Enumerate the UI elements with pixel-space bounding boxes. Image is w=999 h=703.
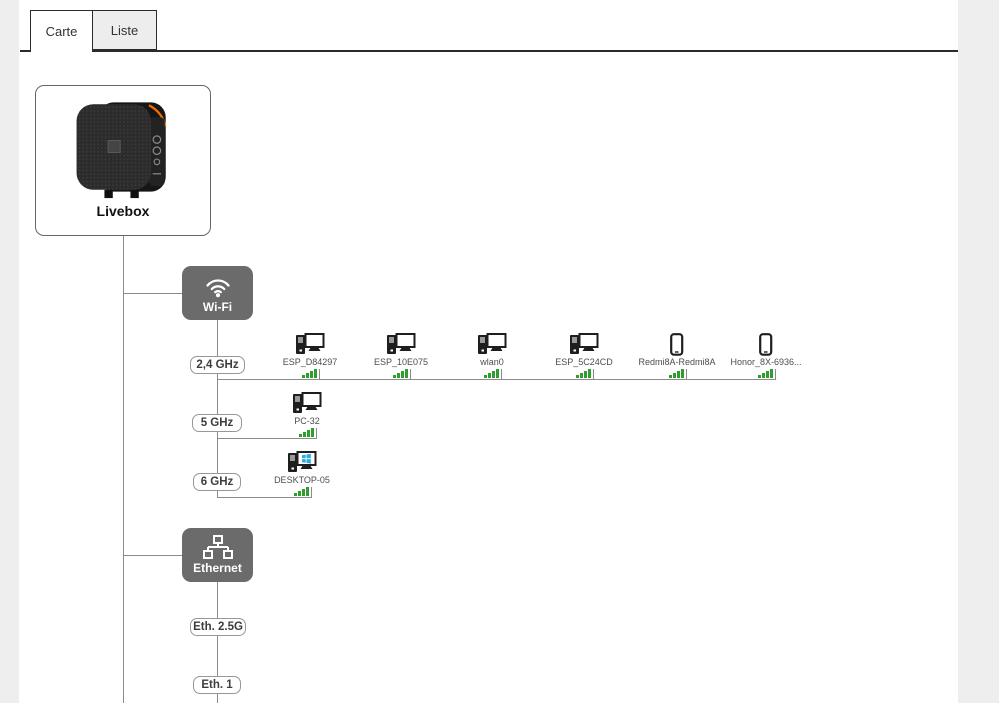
tabbar-divider: [20, 50, 958, 52]
port-badge-eth-2-5g-label: Eth. 2.5G: [193, 621, 243, 633]
tab-carte-label: Carte: [45, 24, 78, 39]
device-label: Honor_8X-6936...: [730, 357, 802, 367]
livebox-node[interactable]: Livebox: [35, 85, 211, 236]
device-connector-tick: [410, 369, 411, 380]
signal-strength-icon: [393, 369, 409, 378]
smartphone-icon: [759, 333, 773, 356]
device-redmi8a[interactable]: Redmi8A-Redmi8A: [633, 333, 721, 380]
connector-eth-branch: [123, 555, 182, 556]
right-gutter: [958, 0, 999, 703]
device-label: DESKTOP-05: [274, 475, 330, 485]
desktop-icon: [386, 333, 416, 355]
ethernet-icon: [202, 535, 233, 559]
band-badge-6ghz-label: 6 GHz: [200, 476, 234, 488]
tab-liste[interactable]: Liste: [92, 10, 157, 50]
ethernet-node-label: Ethernet: [193, 561, 242, 575]
signal-strength-icon: [484, 369, 500, 378]
port-badge-eth-2-5g: Eth. 2.5G: [190, 618, 246, 636]
device-connector-tick: [316, 428, 317, 439]
port-badge-eth-1: Eth. 1: [193, 676, 241, 694]
left-gutter: [0, 0, 19, 703]
connector-wifi-vline: [217, 320, 218, 498]
device-connector-tick: [593, 369, 594, 380]
device-esp-5c24cd[interactable]: ESP_5C24CD: [540, 333, 628, 380]
device-wlan0[interactable]: wlan0: [448, 333, 536, 380]
device-connector-tick: [686, 369, 687, 380]
band-badge-24ghz: 2,4 GHz: [190, 356, 245, 374]
device-pc-32[interactable]: PC-32: [263, 392, 351, 439]
port-badge-eth-1-label: Eth. 1: [201, 679, 233, 691]
device-connector-tick: [311, 487, 312, 498]
device-connector-tick: [501, 369, 502, 380]
livebox-image: [76, 102, 167, 199]
device-label: wlan0: [480, 357, 504, 367]
desktop-icon: [477, 333, 507, 355]
band-badge-6ghz: 6 GHz: [193, 473, 241, 491]
device-label: ESP_5C24CD: [555, 357, 613, 367]
device-connector-tick: [775, 369, 776, 380]
signal-strength-icon: [294, 487, 310, 496]
device-desktop-05[interactable]: DESKTOP-05: [258, 451, 346, 498]
desktop-icon: [295, 333, 325, 355]
connector-band-24ghz: [217, 379, 775, 380]
device-label: ESP_10E075: [373, 357, 429, 367]
wifi-node-label: Wi-Fi: [202, 299, 233, 314]
signal-strength-icon: [576, 369, 592, 378]
connector-trunk: [123, 236, 124, 703]
band-badge-24ghz-label: 2,4 GHz: [196, 359, 239, 371]
device-label: ESP_D84297: [282, 357, 338, 367]
device-esp-d84297[interactable]: ESP_D84297: [266, 333, 354, 380]
desktop-icon: [292, 392, 322, 414]
windows-desktop-icon: [287, 451, 317, 473]
device-esp-10e075[interactable]: ESP_10E075: [357, 333, 445, 380]
band-badge-5ghz: 5 GHz: [192, 414, 242, 432]
device-connector-tick: [319, 369, 320, 380]
ethernet-node[interactable]: Ethernet: [182, 528, 253, 582]
signal-strength-icon: [299, 428, 315, 437]
tab-liste-label: Liste: [110, 22, 139, 38]
tab-carte[interactable]: Carte: [30, 10, 93, 52]
wifi-node[interactable]: Wi-Fi: [182, 266, 253, 320]
wifi-icon: [205, 278, 230, 297]
signal-strength-icon: [758, 369, 774, 378]
signal-strength-icon: [669, 369, 685, 378]
smartphone-icon: [670, 333, 684, 356]
connector-wifi-branch: [123, 293, 182, 294]
connector-band-5ghz: [217, 438, 316, 439]
device-honor-8x[interactable]: Honor_8X-6936...: [722, 333, 810, 380]
signal-strength-icon: [302, 369, 318, 378]
desktop-icon: [569, 333, 599, 355]
connector-band-6ghz: [217, 497, 312, 498]
device-label: PC-32: [294, 416, 320, 426]
band-badge-5ghz-label: 5 GHz: [200, 417, 234, 429]
connector-eth-vline: [217, 582, 218, 703]
livebox-label: Livebox: [96, 203, 150, 219]
device-label: Redmi8A-Redmi8A: [638, 357, 716, 367]
